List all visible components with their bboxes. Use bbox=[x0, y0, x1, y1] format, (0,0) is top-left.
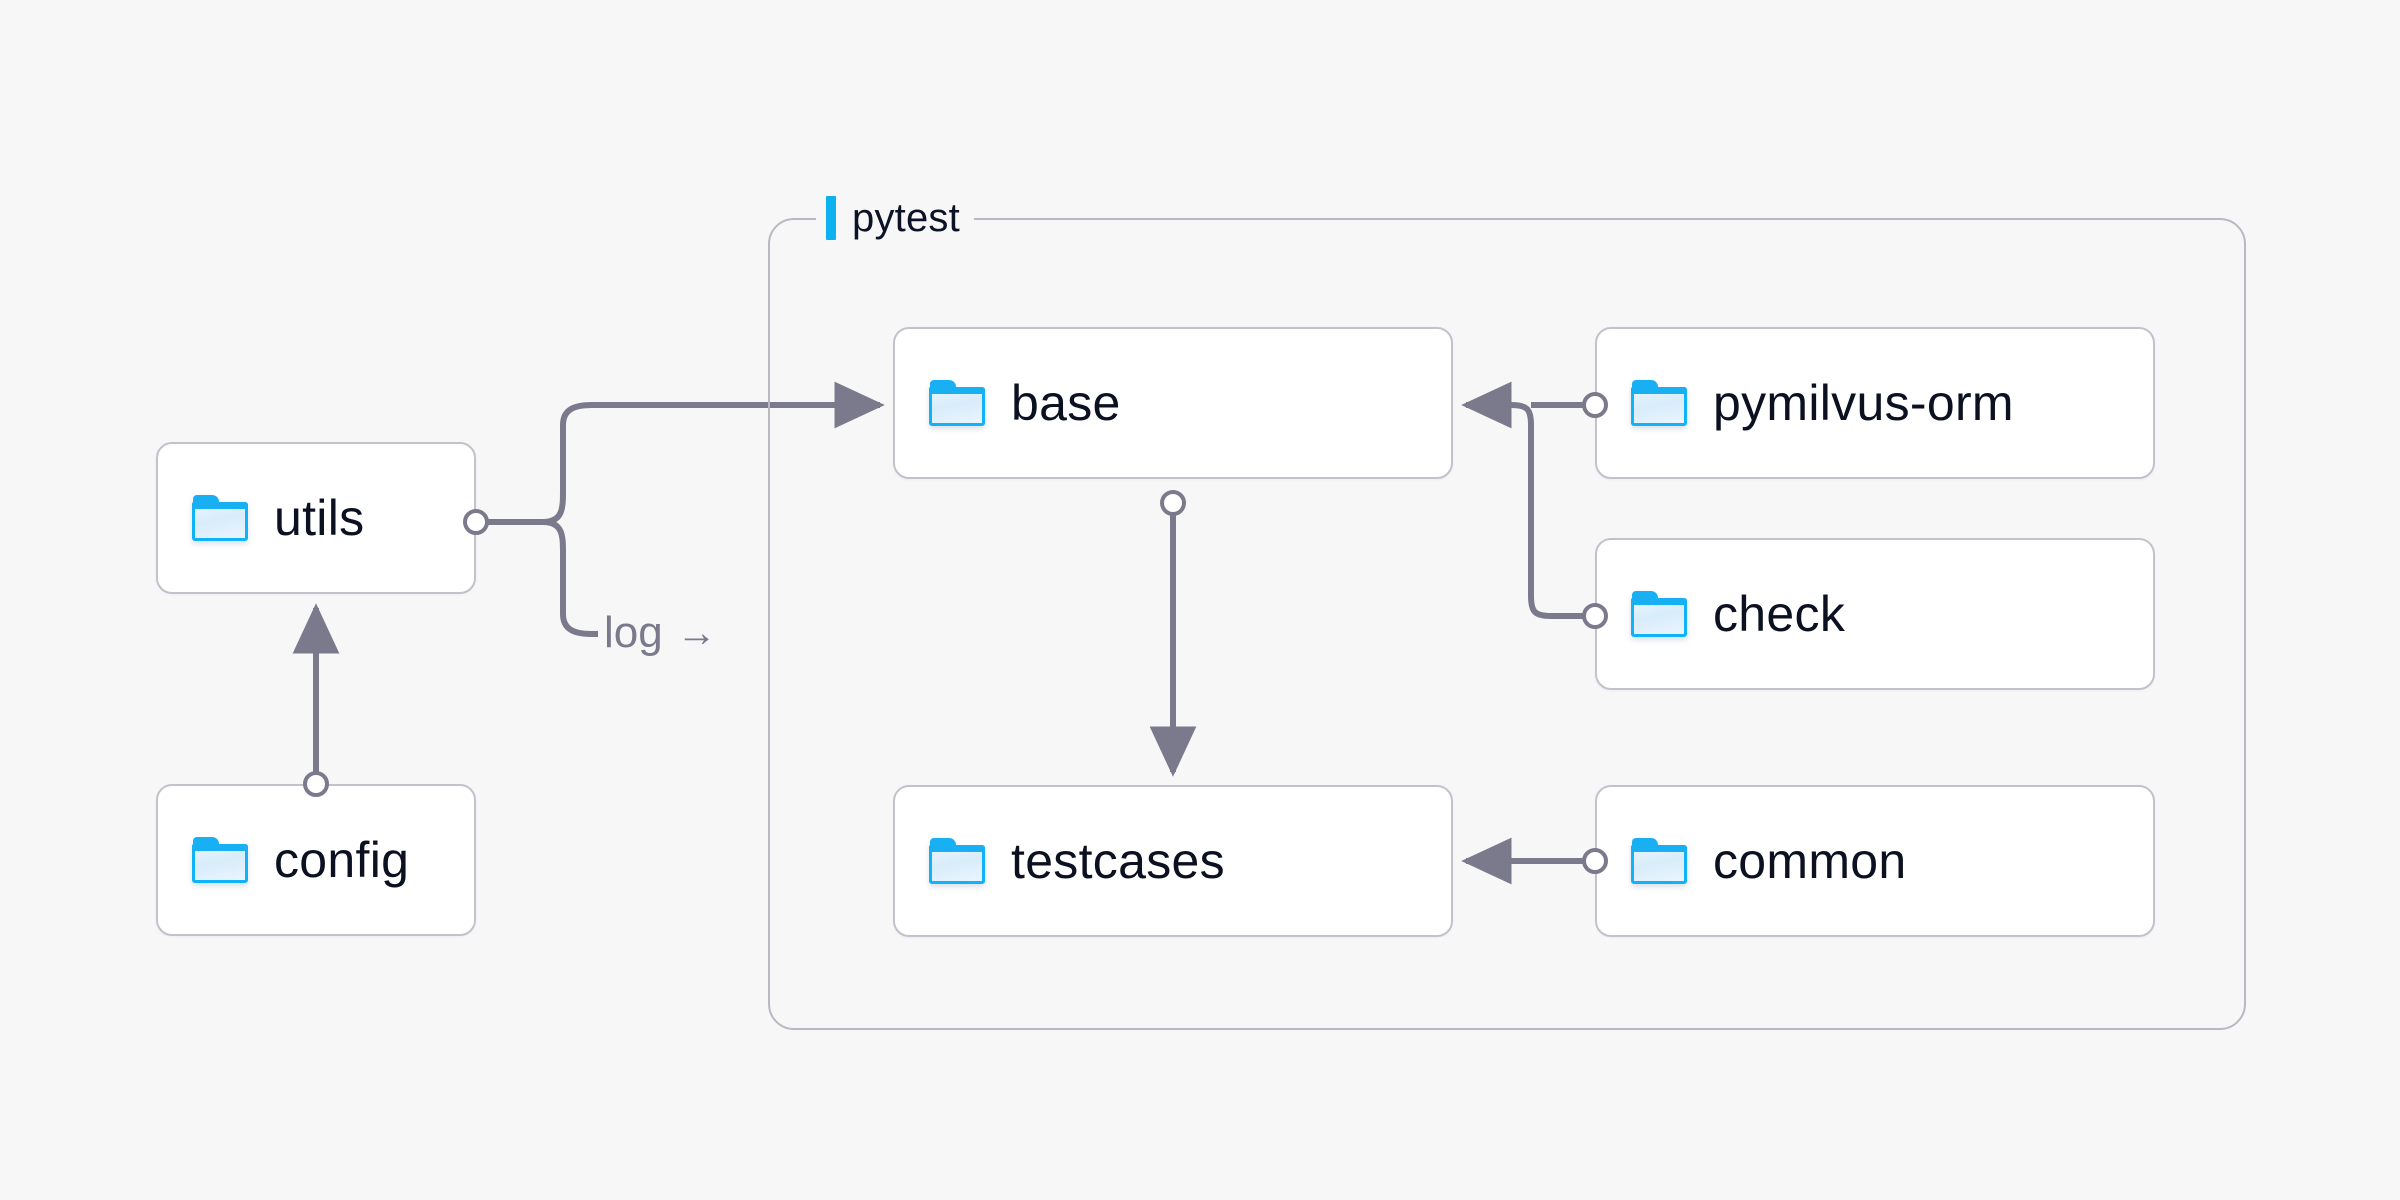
node-testcases-label: testcases bbox=[1011, 833, 1225, 889]
folder-icon bbox=[1631, 380, 1687, 426]
group-pytest-label: pytest bbox=[816, 190, 974, 246]
port-pymilvus-orm-left[interactable] bbox=[1582, 392, 1608, 418]
group-pytest-title: pytest bbox=[852, 195, 960, 240]
folder-icon bbox=[192, 495, 248, 541]
port-config-top[interactable] bbox=[303, 771, 329, 797]
port-check-left[interactable] bbox=[1582, 603, 1608, 629]
folder-icon bbox=[1631, 838, 1687, 884]
folder-icon bbox=[929, 838, 985, 884]
edge-utils-to-log bbox=[542, 519, 598, 637]
vertical-bar-accent-icon bbox=[826, 196, 836, 240]
node-pymilvus-orm[interactable]: pymilvus-orm bbox=[1595, 327, 2155, 479]
arrow-right-icon: → bbox=[676, 611, 717, 655]
edge-label-log: log → bbox=[604, 608, 717, 658]
port-utils-right[interactable] bbox=[463, 509, 489, 535]
node-common[interactable]: common bbox=[1595, 785, 2155, 937]
port-base-bottom[interactable] bbox=[1160, 490, 1186, 516]
node-check-label: check bbox=[1713, 586, 1846, 642]
edge-check-riser bbox=[1461, 381, 1583, 619]
node-utils-label: utils bbox=[274, 490, 365, 546]
node-base-label: base bbox=[1011, 375, 1121, 431]
node-config-label: config bbox=[274, 832, 410, 888]
folder-icon bbox=[929, 380, 985, 426]
node-common-label: common bbox=[1713, 833, 1907, 889]
node-base[interactable]: base bbox=[893, 327, 1453, 479]
port-common-left[interactable] bbox=[1582, 848, 1608, 874]
node-pymilvus-orm-label: pymilvus-orm bbox=[1713, 375, 2014, 431]
folder-icon bbox=[1631, 591, 1687, 637]
group-pytest[interactable] bbox=[768, 218, 2246, 1030]
edge-utils-to-base bbox=[542, 381, 885, 525]
edge-label-log-text: log bbox=[604, 608, 663, 657]
node-testcases[interactable]: testcases bbox=[893, 785, 1453, 937]
node-config[interactable]: config bbox=[156, 784, 476, 936]
folder-icon bbox=[192, 837, 248, 883]
node-utils[interactable]: utils bbox=[156, 442, 476, 594]
node-check[interactable]: check bbox=[1595, 538, 2155, 690]
